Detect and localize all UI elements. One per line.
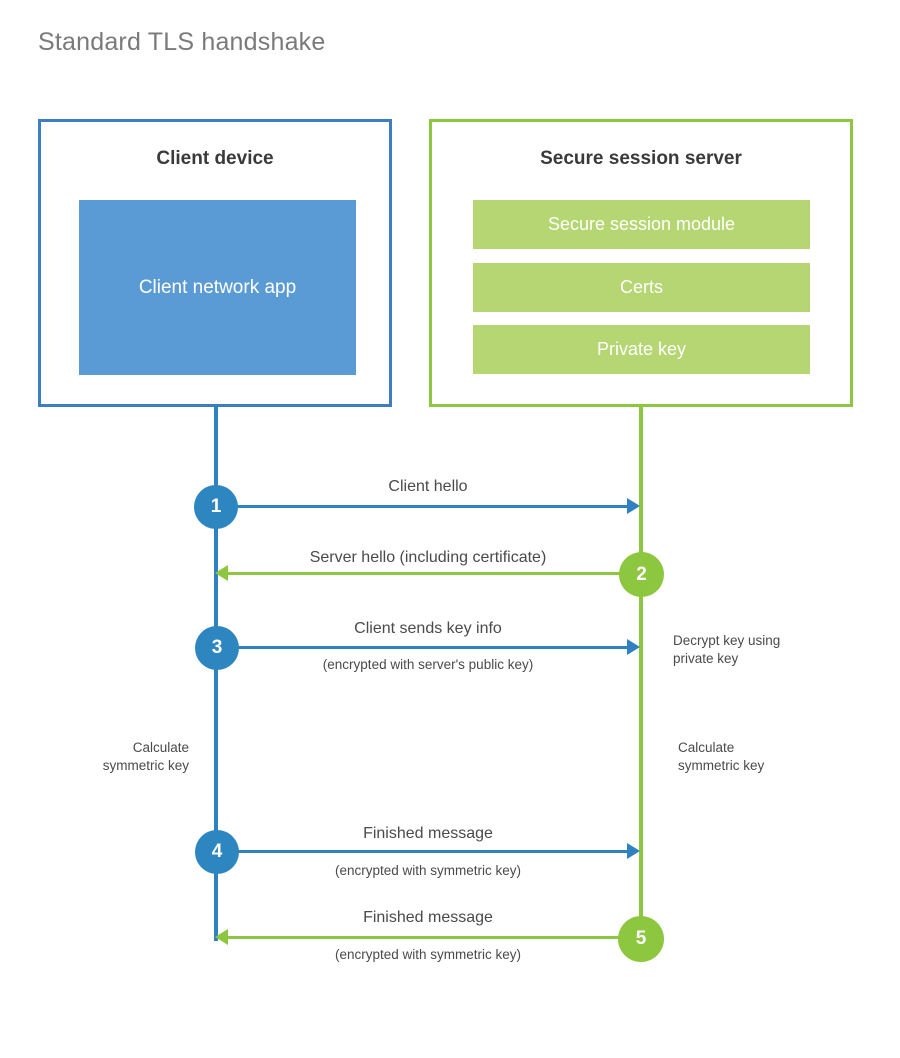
decrypt-key-note-line-2: private key [673, 651, 739, 666]
server-component-label: Certs [619, 277, 663, 297]
server-component-private-key: Private key [473, 325, 810, 374]
client-lifeline [214, 405, 218, 941]
server-component-label: Secure session module [547, 214, 736, 234]
step-4-sublabel: (encrypted with symmetric key) [334, 863, 522, 878]
step-4-label: Finished message [363, 825, 493, 842]
step-4-marker[interactable]: 4 [195, 830, 239, 874]
step-4-arrow-line [216, 850, 627, 853]
step-1-marker[interactable]: 1 [194, 485, 238, 529]
client-network-app-block: Client network app [79, 200, 356, 375]
client-calc-note-line-1: Calculate [132, 740, 189, 755]
server-component-label: Private key [596, 339, 687, 359]
step-5-label: Finished message [363, 909, 493, 926]
step-4-arrowhead-icon [627, 843, 640, 859]
client-network-app-label: Client network app [138, 276, 297, 298]
secure-session-server-title: Secure session server [540, 148, 742, 169]
server-component-secure-session-module: Secure session module [473, 200, 810, 249]
server-calc-note-line-2: symmetric key [678, 758, 765, 773]
step-2-marker[interactable]: 2 [619, 552, 664, 597]
step-5-arrowhead-icon [215, 929, 228, 945]
server-calc-note-line-1: Calculate [678, 740, 735, 755]
step-3-label: Client sends key info [354, 620, 502, 637]
client-calculate-symmetric-key-note: Calculate symmetric key [0, 739, 189, 775]
step-3-sublabel: (encrypted with server's public key) [322, 657, 534, 672]
step-3-marker[interactable]: 3 [195, 626, 239, 670]
client-calc-note-line-2: symmetric key [102, 758, 189, 773]
step-1-arrowhead-icon [627, 498, 640, 514]
server-component-certs: Certs [473, 263, 810, 312]
client-device-box: Client device Client network app [38, 119, 392, 407]
decrypt-key-note-line-1: Decrypt key using [673, 633, 781, 648]
step-5-marker[interactable]: 5 [618, 916, 664, 962]
server-calculate-symmetric-key-note: Calculate symmetric key [678, 739, 764, 775]
step-1-arrow-line [216, 505, 627, 508]
server-lifeline [639, 405, 643, 941]
decrypt-key-note: Decrypt key using private key [673, 632, 780, 668]
page-title: Standard TLS handshake [38, 28, 326, 56]
step-3-arrowhead-icon [627, 639, 640, 655]
client-device-title: Client device [156, 148, 274, 169]
step-5-arrow-line [228, 936, 628, 939]
secure-session-server-box: Secure session server Secure session mod… [429, 119, 853, 407]
step-2-label: Server hello (including certificate) [309, 549, 547, 566]
step-1-label: Client hello [388, 478, 468, 495]
step-5-sublabel: (encrypted with symmetric key) [334, 947, 522, 962]
step-3-arrow-line [216, 646, 627, 649]
step-2-arrow-line [228, 572, 628, 575]
step-2-arrowhead-icon [215, 565, 228, 581]
